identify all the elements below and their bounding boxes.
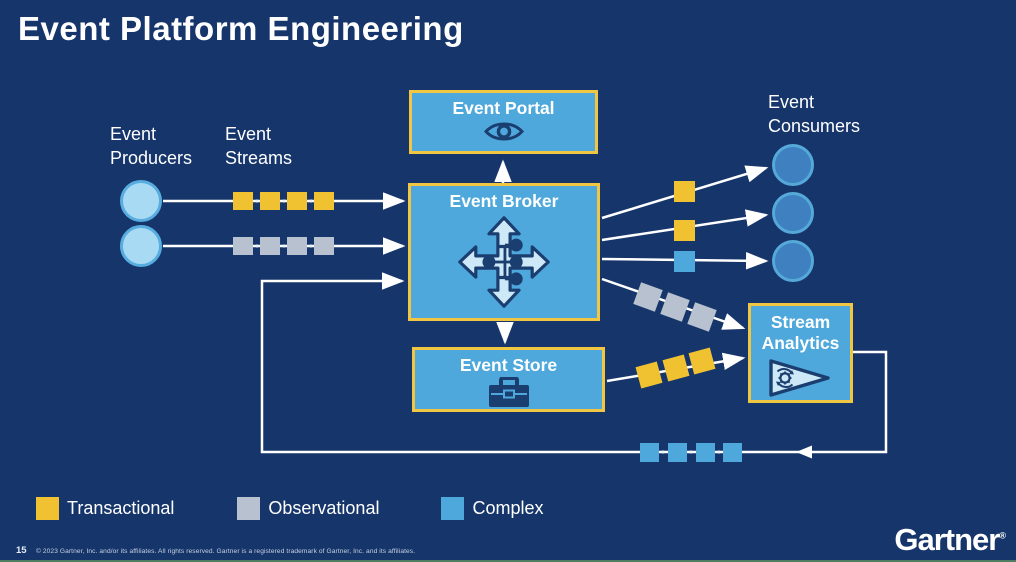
stream-transactional-line (163, 192, 406, 255)
event-portal-box: Event Portal (409, 90, 598, 154)
page-number: 15 (16, 545, 27, 556)
legend-swatch-transactional (36, 497, 59, 520)
stream-analytics-title: Stream Analytics (761, 312, 840, 353)
event-store-box: Event Store (412, 347, 605, 412)
event-producer-node (120, 225, 162, 267)
legend-label-transactional: Transactional (67, 498, 175, 518)
transactional-squares (233, 192, 334, 210)
observational-diagonal-squares (633, 282, 717, 332)
event-consumer-node (772, 240, 814, 282)
legend-label-complex: Complex (472, 498, 544, 518)
briefcase-icon (488, 376, 530, 408)
gartner-logo: Gartner® (894, 522, 1006, 557)
event-broker-box: Event Broker (408, 183, 600, 321)
page-title: Event Platform Engineering (18, 10, 464, 47)
legend-item-observational: Observational (237, 497, 379, 520)
registered-mark: ® (999, 530, 1006, 541)
legend: Transactional Observational Complex (36, 497, 543, 520)
legend-item-transactional: Transactional (36, 497, 174, 520)
pennant-gear-icon (768, 357, 834, 399)
legend-swatch-observational (237, 497, 261, 520)
event-consumers-label: Event Consumers (768, 92, 861, 136)
transactional-diagonal-squares (635, 347, 716, 389)
event-producers-label: Event Producers (110, 124, 193, 168)
bottom-edge-strip (0, 560, 1016, 562)
observational-squares (233, 237, 334, 255)
copyright-text: © 2023 Gartner, Inc. and/or its affiliat… (36, 548, 416, 555)
four-way-route-icon (457, 215, 551, 309)
event-streams-label: Event Streams (225, 124, 293, 168)
footer: 15 © 2023 Gartner, Inc. and/or its affil… (0, 522, 1016, 560)
broker-portal-arrow (494, 159, 514, 345)
feedback-mid-arrowhead (796, 445, 812, 459)
event-portal-title: Event Portal (452, 98, 555, 118)
stream-dots (255, 199, 721, 454)
complex-squares (640, 443, 742, 462)
legend-item-complex: Complex (441, 497, 543, 520)
event-consumer-node (772, 144, 814, 186)
eye-icon (483, 119, 525, 144)
consumer-arrow-squares (674, 181, 695, 272)
event-producer-node (120, 180, 162, 222)
feedback-loop (260, 272, 888, 459)
stream-analytics-box: Stream Analytics (748, 303, 853, 403)
legend-label-observational: Observational (268, 498, 380, 518)
event-consumer-node (772, 192, 814, 234)
event-store-title: Event Store (459, 355, 558, 375)
event-broker-title: Event Broker (449, 191, 559, 211)
legend-swatch-complex (441, 497, 465, 520)
